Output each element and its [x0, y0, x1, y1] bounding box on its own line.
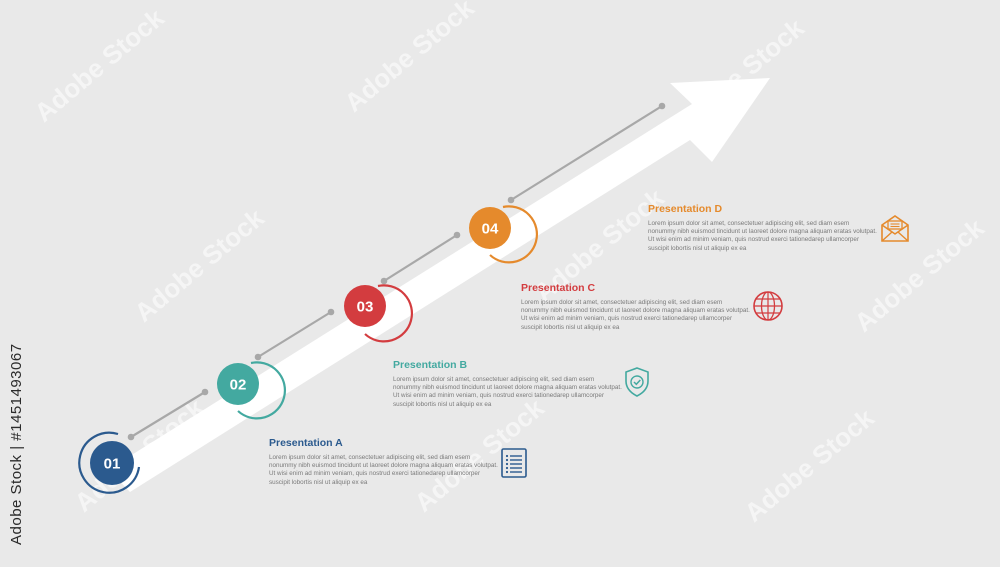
stock-id-watermark: Adobe Stock | #1451493067 — [8, 343, 25, 545]
globe-icon — [751, 289, 785, 323]
step-description-d: Lorem ipsum dolor sit amet, consectetuer… — [648, 220, 877, 252]
step-title-c: Presentation C — [521, 282, 596, 294]
step-circle-2 — [217, 363, 259, 405]
step-number-1: 01 — [104, 456, 121, 473]
step-circle-4 — [469, 207, 511, 249]
step-marker-4: 04 — [469, 205, 539, 264]
step-block-c: Presentation C Lorem ipsum dolor sit ame… — [521, 282, 751, 332]
connector-line-4 — [507, 102, 666, 204]
envelope-icon — [878, 211, 912, 245]
step-title-d: Presentation D — [648, 203, 723, 215]
connector-line-1 — [127, 388, 209, 441]
step-title-b: Presentation B — [393, 359, 468, 371]
step-marker-3: 03 — [344, 284, 414, 343]
step-circle-3 — [344, 285, 386, 327]
document-list-icon — [497, 446, 531, 480]
growth-arrow — [92, 78, 770, 492]
connector-line-3 — [380, 231, 461, 285]
step-number-3: 03 — [357, 299, 374, 316]
step-ring-2 — [237, 361, 287, 420]
connector-line-2 — [254, 308, 335, 361]
step-block-d: Presentation D Lorem ipsum dolor sit ame… — [648, 203, 878, 253]
connector-lines — [127, 102, 666, 441]
step-ring-4 — [489, 205, 539, 264]
growth-arrow-shape — [92, 78, 770, 492]
step-ring-1 — [78, 431, 141, 494]
step-marker-2: 02 — [217, 361, 287, 420]
step-number-4: 04 — [482, 221, 499, 238]
step-description-b: Lorem ipsum dolor sit amet, consectetuer… — [393, 376, 622, 408]
step-description-c: Lorem ipsum dolor sit amet, consectetuer… — [521, 299, 750, 331]
step-ring-3 — [364, 284, 414, 343]
step-circle-1 — [90, 441, 134, 485]
step-title-a: Presentation A — [269, 437, 343, 449]
step-description-a: Lorem ipsum dolor sit amet, consectetuer… — [269, 454, 498, 486]
step-marker-1: 01 — [78, 431, 141, 494]
step-number-2: 02 — [230, 377, 247, 394]
shield-check-icon — [620, 365, 654, 399]
step-block-b: Presentation B Lorem ipsum dolor sit ame… — [393, 359, 623, 409]
step-block-a: Presentation A Lorem ipsum dolor sit ame… — [269, 437, 499, 487]
